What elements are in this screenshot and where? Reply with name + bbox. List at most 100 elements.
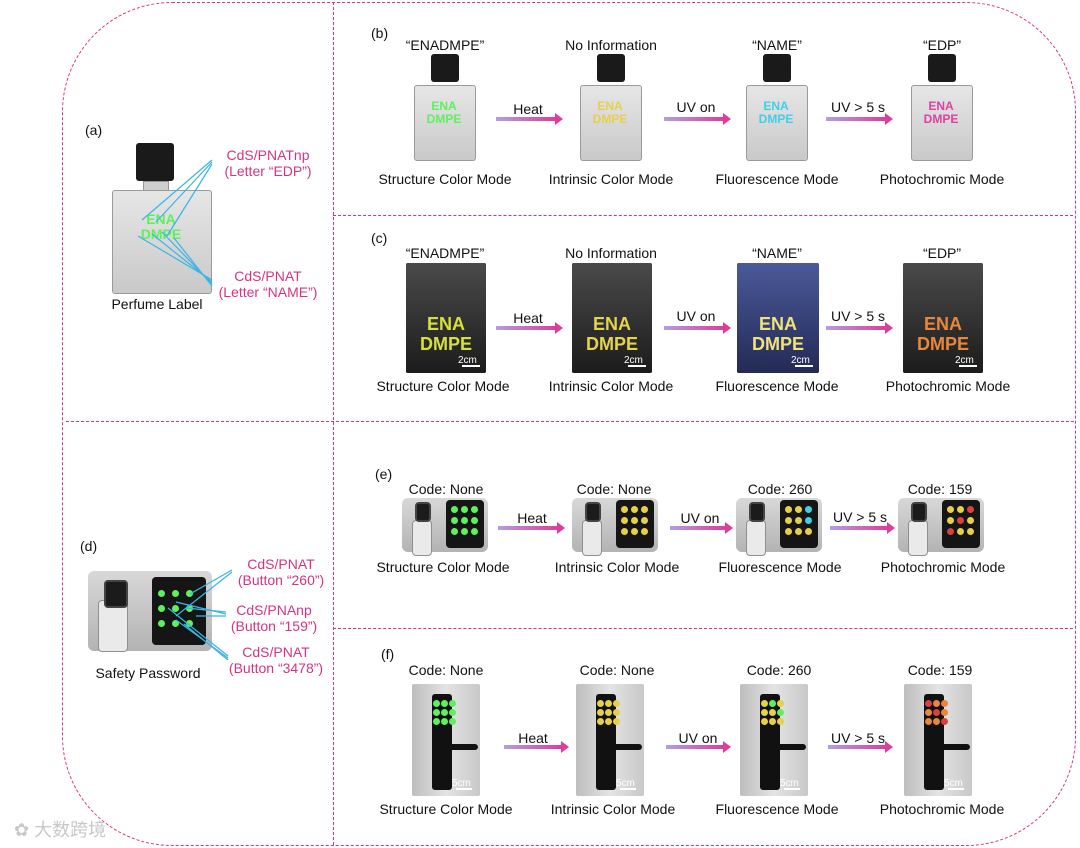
watermark-logo-icon: ✿ [14,820,30,840]
keypad-button [967,517,974,524]
c-arrow-2 [664,322,731,334]
keypad-button [597,718,604,725]
keypad-button [172,590,179,597]
keypad-button [451,528,458,535]
keypad-button [761,718,768,725]
panel-b-label: (b) [371,25,389,41]
e-arrow-2-label: UV on [680,510,720,526]
f-photo-4: 5cm [904,684,972,796]
b-mode-2: Intrinsic Color Mode [548,171,674,187]
f-mode-4: Photochromic Mode [879,801,1005,817]
keypad-button [433,718,440,725]
keypad-button [785,517,792,524]
f-header-1: Code: None [408,662,484,678]
e-header-3: Code: 260 [747,481,813,497]
e-header-1: Code: None [408,481,484,497]
keypad-button [777,709,784,716]
divider-b-c [333,215,1073,216]
keypad-button [957,506,964,513]
keypad-button [172,605,179,612]
f-mode-1: Structure Color Mode [379,801,513,817]
e-arrow-2 [670,522,733,534]
f-arrow-3-label: UV > 5 s [830,730,886,746]
keypad-button [605,700,612,707]
f-mode-2: Intrinsic Color Mode [550,801,676,817]
scale-bar-label: 5cm [944,778,963,789]
keypad-button [795,517,802,524]
keypad-button [769,718,776,725]
divider-top-bottom [66,421,1074,422]
keypad-button [449,709,456,716]
keypad-button [449,718,456,725]
keypad-button [172,620,179,627]
panel-d-label: (d) [80,538,98,554]
b-arrow-1-label: Heat [513,101,543,117]
keypad-button [769,709,776,716]
f-arrow-3 [828,741,893,753]
keypad-button [621,528,628,535]
b-arrow-3 [826,113,893,125]
keypad-button [761,700,768,707]
keypad-button [805,517,812,524]
f-arrow-2 [666,741,731,753]
keypad-button [471,517,478,524]
keypad-button [613,718,620,725]
keypad-button [641,517,648,524]
b-arrow-2 [664,113,731,125]
keypad-button [451,517,458,524]
keypad-button [641,506,648,513]
perfume-label-caption: Perfume Label [111,296,203,312]
keypad-button [433,709,440,716]
keypad-button [186,590,193,597]
c-header-2: No Information [565,245,657,261]
f-photo-1: 5cm [412,684,480,796]
c-arrow-2-label: UV on [676,308,716,324]
keypad-button [957,528,964,535]
e-header-4: Code: 159 [907,481,973,497]
keypad-button [186,620,193,627]
keypad-button [631,528,638,535]
c-arrow-1-label: Heat [513,310,543,326]
e-mode-4: Photochromic Mode [880,559,1006,575]
c-header-1: “ENADMPE” [405,245,485,261]
b-header-2: No Information [565,37,657,53]
outer-frame [62,2,1076,846]
panel-a-label: (a) [85,122,103,138]
keypad-button [631,517,638,524]
keypad-button [461,517,468,524]
watermark: ✿ 大数跨境 [14,820,107,840]
panel-e-label: (e) [375,466,393,482]
e-arrow-3-label: UV > 5 s [832,509,888,525]
keypad-button [451,506,458,513]
keypad-button [158,590,165,597]
callout-lines-a [137,159,213,287]
callout-name: CdS/PNAT(Letter “NAME”) [218,268,318,300]
keypad-button [597,709,604,716]
b-header-4: “EDP” [922,37,962,53]
keypad-button [605,718,612,725]
keypad-button [785,506,792,513]
keypad-button [461,506,468,513]
scale-bar-label: 5cm [780,778,799,789]
keypad-button [441,709,448,716]
f-arrow-1 [504,741,569,753]
callout-260: CdS/PNAT(Button “260”) [237,556,325,588]
keypad-button [433,700,440,707]
keypad-button [795,506,802,513]
divider-e-f [333,628,1073,629]
keypad-button [941,709,948,716]
keypad-button [785,528,792,535]
e-arrow-1 [498,522,565,534]
keypad-button [925,700,932,707]
scale-bar-label: 5cm [452,778,471,789]
e-mode-2: Intrinsic Color Mode [554,559,680,575]
keypad-button [933,709,940,716]
keypad-button [613,700,620,707]
keypad-button [641,528,648,535]
e-mode-3: Fluorescence Mode [718,559,842,575]
b-mode-1: Structure Color Mode [378,171,512,187]
c-header-3: “NAME” [752,245,802,261]
